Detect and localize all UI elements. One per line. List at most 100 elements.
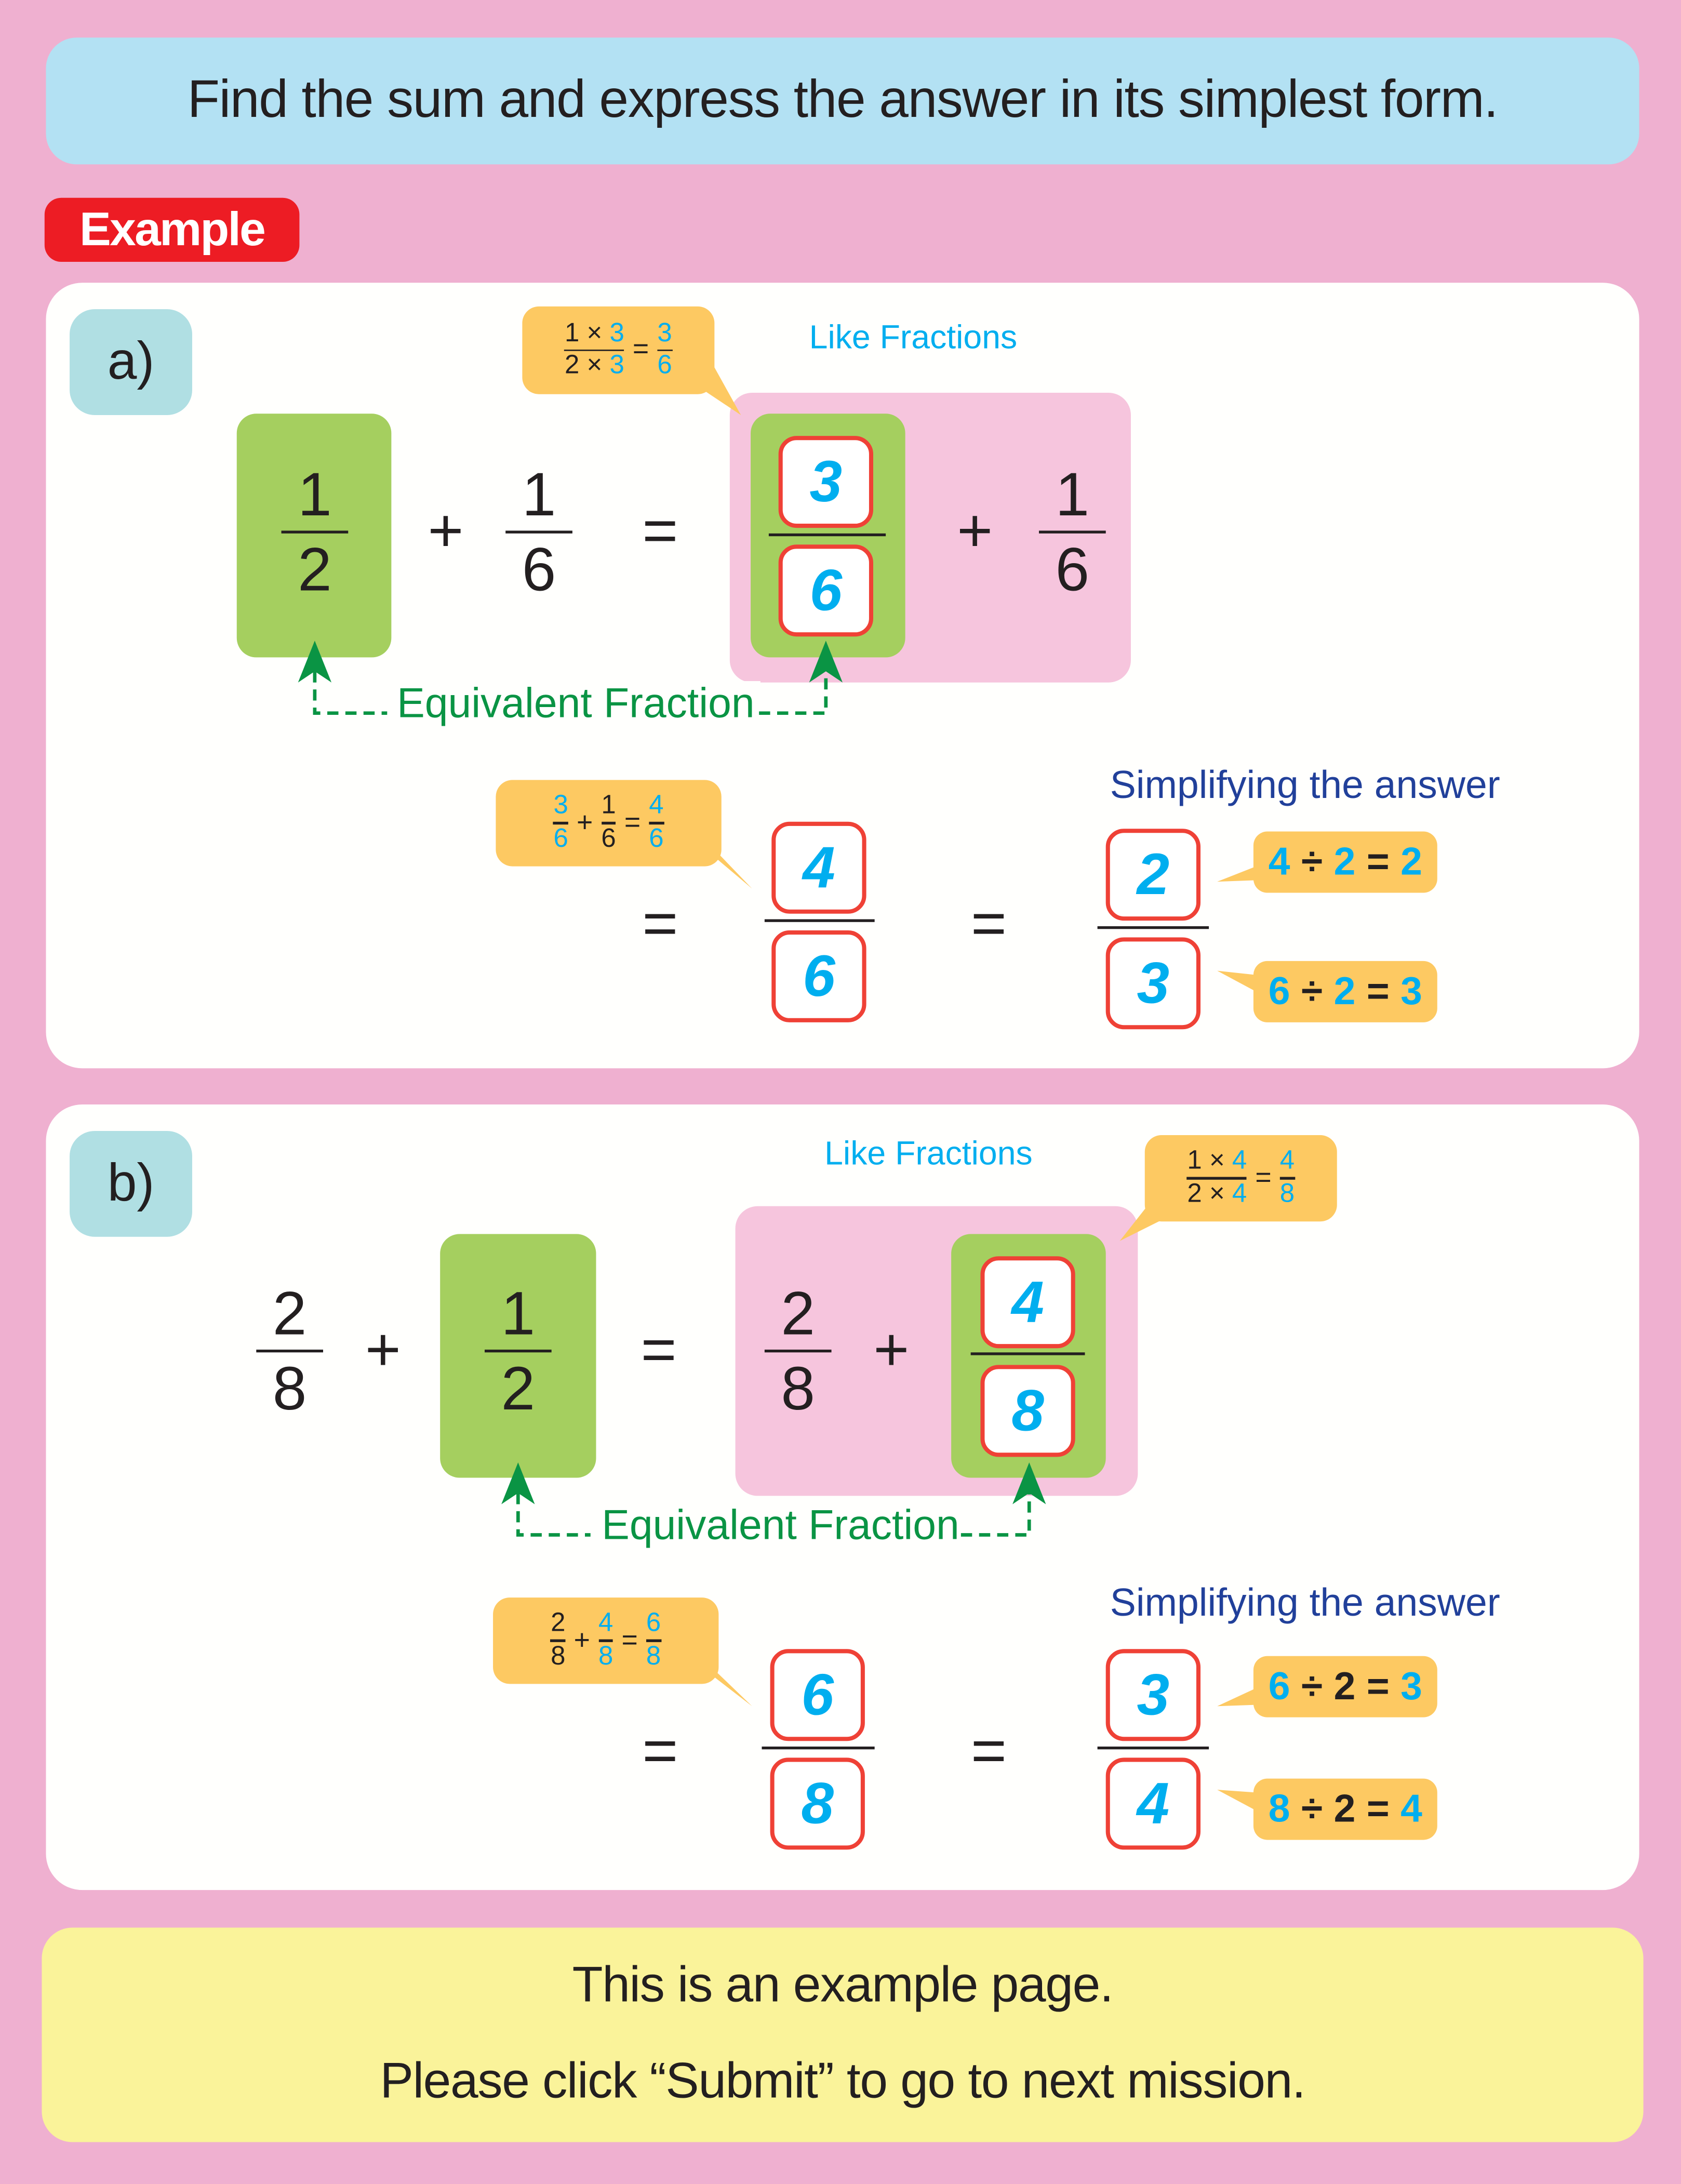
- answer-box-denominator: 8: [980, 1365, 1075, 1457]
- answer-box-numerator: 6: [770, 1649, 865, 1741]
- divide-sign: ÷: [1301, 1787, 1323, 1830]
- like-fractions-label: Like Fractions: [824, 1135, 1033, 1173]
- answer-box-numerator: 4: [771, 821, 866, 914]
- callout-number: 8: [646, 1642, 661, 1671]
- times-sign: ×: [1209, 1147, 1225, 1176]
- denominator: 8: [781, 1355, 816, 1423]
- like-fractions-label: Like Fractions: [809, 318, 1018, 357]
- plus-sign: +: [365, 1316, 401, 1384]
- simplified-numerator: 3: [1105, 1649, 1201, 1741]
- equivalent-highlight-box: [236, 414, 392, 658]
- callout-number: 1: [601, 791, 616, 821]
- fraction-bar: [1097, 926, 1209, 929]
- callout-number: 4: [1268, 840, 1290, 883]
- equals-sign: =: [624, 807, 641, 838]
- example-badge: Example: [44, 197, 300, 262]
- callout-number: 4: [598, 1609, 613, 1639]
- denominator: 6: [522, 536, 556, 605]
- equals-sign: =: [621, 1624, 638, 1656]
- numerator: 2: [272, 1280, 307, 1349]
- times-sign: ×: [1209, 1179, 1225, 1209]
- fraction-bar: [484, 1349, 552, 1353]
- callout-number: 4: [1400, 1787, 1422, 1830]
- plus-sign: +: [573, 1624, 590, 1656]
- denominator: 6: [1055, 536, 1090, 605]
- footer-note: This is an example page. Please click “S…: [42, 1927, 1644, 2142]
- answer-box-denominator: 6: [778, 544, 873, 637]
- callout-number: 8: [598, 1642, 613, 1671]
- divide-callout: 8÷2=4: [1253, 1778, 1437, 1840]
- plus-sign: +: [873, 1316, 910, 1384]
- divide-sign: ÷: [1301, 969, 1323, 1013]
- fraction-bar: [764, 1349, 832, 1353]
- callout-number: 6: [601, 824, 616, 854]
- times-sign: ×: [586, 318, 603, 348]
- divide-callout: 4÷2=2: [1253, 831, 1437, 893]
- callout-number: 3: [553, 791, 568, 821]
- divide-callout: 6÷2=3: [1253, 1656, 1437, 1717]
- callout-number: 2: [551, 1609, 566, 1639]
- callout-number: 2: [565, 351, 580, 381]
- callout-number: 4: [1232, 1147, 1247, 1176]
- callout-number: 3: [1400, 1664, 1422, 1708]
- fraction-bar: [256, 1349, 323, 1353]
- divide-sign: ÷: [1301, 1664, 1323, 1708]
- callout-number: 2: [1333, 840, 1356, 883]
- equals-sign: =: [632, 334, 649, 365]
- equals-sign: =: [1255, 1162, 1272, 1193]
- callout-number: 2: [1333, 1664, 1356, 1708]
- equals-sign: =: [642, 1717, 678, 1786]
- footer-line-1: This is an example page.: [572, 1955, 1114, 2013]
- fraction-bar: [970, 1352, 1085, 1355]
- answer-box-numerator: 3: [778, 436, 873, 528]
- fraction-bar: [281, 530, 349, 534]
- callout-number: 6: [1268, 1664, 1290, 1708]
- equals-sign: =: [971, 890, 1007, 958]
- callout-number: 8: [551, 1642, 566, 1671]
- callout-number: 4: [1232, 1179, 1247, 1209]
- denominator: 2: [298, 536, 332, 605]
- equals-sign: =: [1366, 1787, 1390, 1830]
- fraction-bar: [768, 533, 886, 537]
- numerator: 1: [298, 461, 332, 529]
- equals-sign: =: [642, 890, 678, 958]
- instruction-title: Find the sum and express the answer in i…: [46, 37, 1639, 165]
- callout-number: 3: [1400, 969, 1422, 1013]
- callout-number: 6: [649, 824, 664, 854]
- callout-number: 3: [657, 318, 672, 348]
- plus-sign: +: [957, 497, 993, 566]
- equals-sign: =: [1366, 840, 1390, 883]
- numerator: 2: [781, 1280, 816, 1349]
- footer-line-2: Please click “Submit” to go to next miss…: [380, 2052, 1306, 2109]
- fraction-bar: [764, 919, 875, 922]
- equivalent-highlight-box: [440, 1234, 596, 1478]
- numerator: 1: [1055, 461, 1090, 529]
- callout-number: 1: [1187, 1147, 1202, 1176]
- answer-box-denominator: 6: [771, 930, 866, 1022]
- callout-number: 8: [1279, 1179, 1295, 1209]
- example-b-label: b): [70, 1130, 192, 1237]
- callout-number: 6: [553, 824, 568, 854]
- times-sign: ×: [586, 351, 603, 381]
- fraction-bar: [1097, 1746, 1209, 1750]
- divide-callout: 6÷2=3: [1253, 961, 1437, 1022]
- answer-box-denominator: 8: [770, 1757, 865, 1850]
- plus-sign: +: [576, 807, 593, 838]
- plus-sign: +: [428, 497, 464, 566]
- simplified-denominator: 4: [1105, 1757, 1201, 1850]
- simplified-numerator: 2: [1105, 829, 1201, 921]
- simplifying-label: Simplifying the answer: [1110, 1580, 1500, 1624]
- sum-callout: 2 8 + 4 8 = 6 8: [493, 1597, 719, 1684]
- callout-number: 6: [1268, 969, 1290, 1013]
- denominator: 8: [272, 1355, 307, 1423]
- equals-sign: =: [971, 1717, 1007, 1786]
- equivalent-fraction-label: Equivalent Fraction: [596, 1502, 965, 1550]
- callout-number: 6: [646, 1609, 661, 1639]
- callout-number: 3: [609, 351, 624, 381]
- numerator: 1: [522, 461, 556, 529]
- callout-number: 2: [1333, 969, 1356, 1013]
